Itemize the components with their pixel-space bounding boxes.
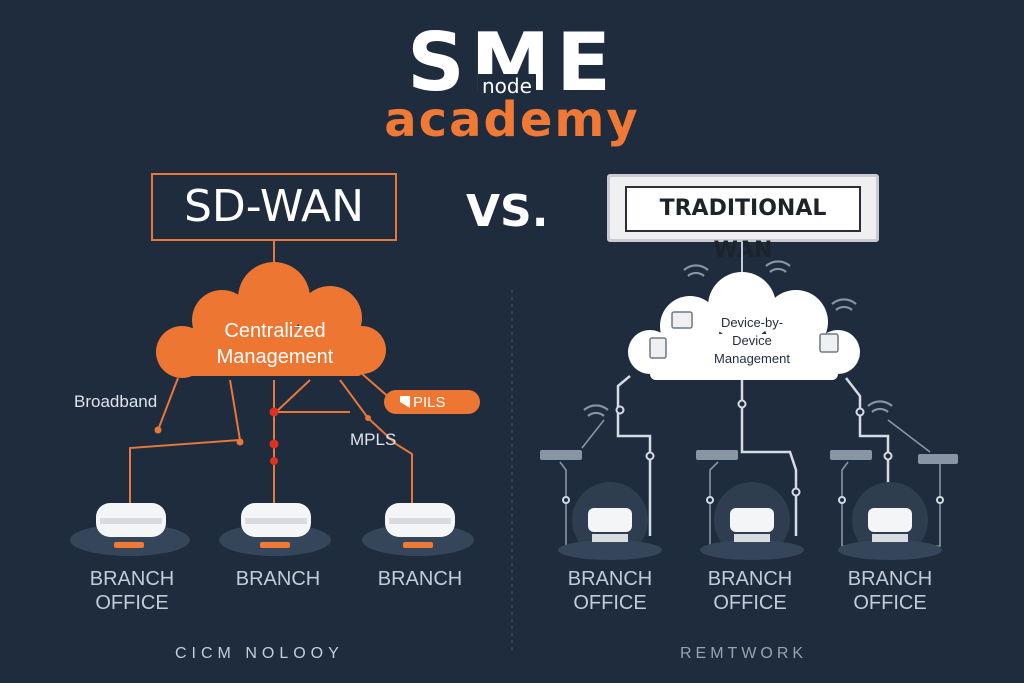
router-icon-4 <box>558 482 662 560</box>
device-cloud-icon <box>628 272 860 380</box>
router-icon-1 <box>70 503 190 556</box>
trad-nodes <box>562 399 944 504</box>
branch-label-2: BRANCH <box>235 568 321 590</box>
footer-left-caption: CICM NOLOOY <box>175 645 344 662</box>
router-icon-5 <box>700 482 804 560</box>
sdwan-title: SD-WAN <box>151 173 397 241</box>
vs-label: VS. <box>466 186 549 237</box>
footer-right-caption: REMTWORK <box>680 645 808 662</box>
sdwan-nodes <box>154 407 371 465</box>
branch-label-3: BRANCH <box>377 568 463 590</box>
mpls-label: MPLS <box>350 430 397 449</box>
switch-icons <box>540 450 958 464</box>
router-icon-3 <box>362 503 474 556</box>
traditional-wan-title: TRADITIONAL WAN <box>625 186 861 263</box>
logo-academy: academy <box>384 92 640 148</box>
router-icon-2 <box>219 503 331 556</box>
sdwan-links <box>129 371 413 520</box>
broadband-label: Broadband <box>74 392 158 411</box>
flag-icon <box>400 396 410 408</box>
centralized-management-label: Centralized Management <box>216 320 334 368</box>
device-management-label: Device-by-Device Management <box>714 315 790 366</box>
router-icon-6 <box>838 482 942 560</box>
branch-label-5: BRANCH OFFICE <box>707 568 793 614</box>
logo-node: node <box>478 74 536 98</box>
branch-label-6: BRANCH OFFICE <box>847 568 933 614</box>
device-icons <box>649 311 839 359</box>
mpls-tag-label: PILS <box>413 394 446 411</box>
branch-label-4: BRANCH OFFICE <box>567 568 653 614</box>
branch-label-1: BRANCH OFFICE <box>89 568 175 614</box>
centralized-cloud-icon <box>156 262 386 378</box>
wifi-icons <box>583 260 893 417</box>
